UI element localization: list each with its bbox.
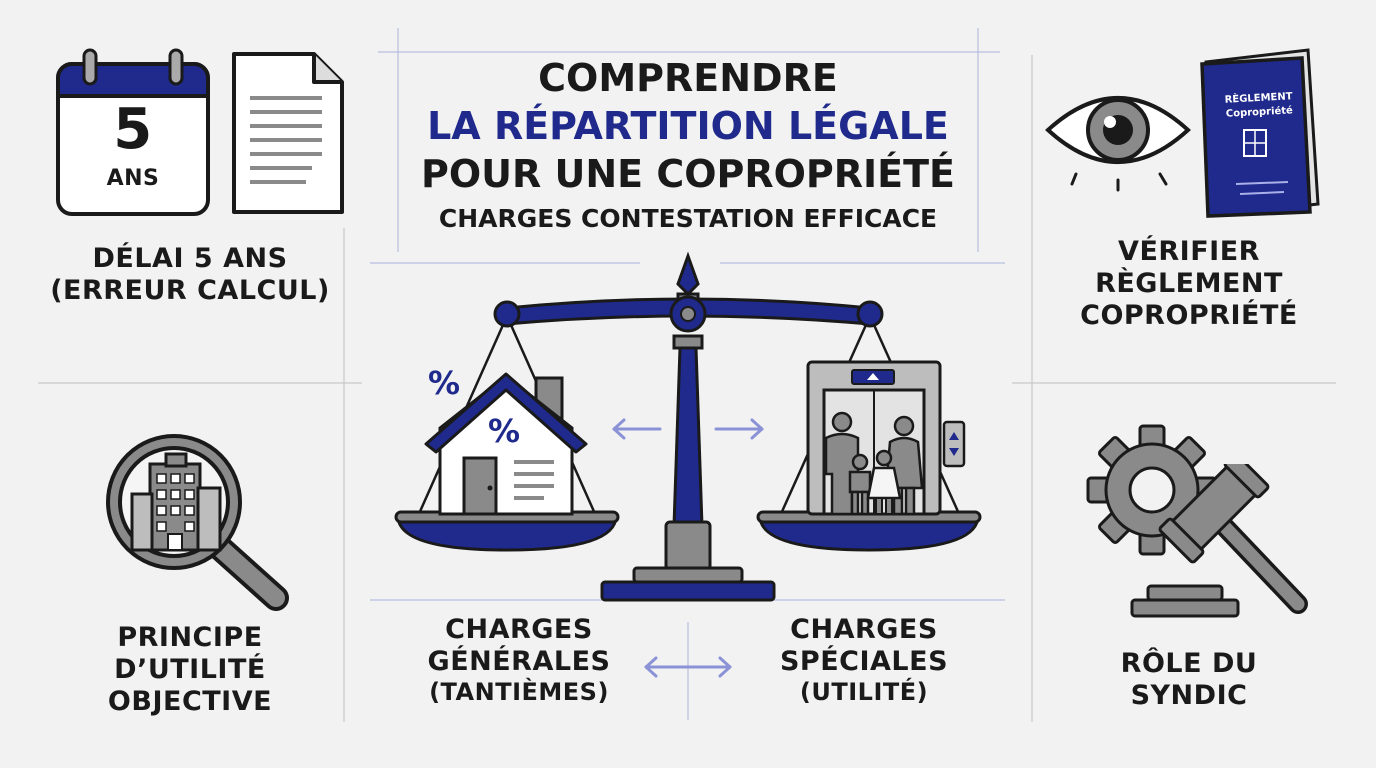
scale-icon [394,251,982,602]
syndic-label: RÔLE DU SYNDIC [1120,648,1258,711]
title-line-2: LA RÉPARTITION LÉGALE [427,104,949,148]
title-line-3: POUR UNE COPROPRIÉTÉ [420,152,956,196]
utility-label: PRINCIPE D’UTILITÉ OBJECTIVE [107,622,273,717]
gavel-icon [1130,464,1308,618]
general-charges-label: CHARGES GÉNÉRALES (TANTIÈMES) [427,614,611,706]
title-line-4: CHARGES CONTESTATION EFFICACE [438,204,938,233]
percent-roof: % [488,412,521,450]
magnifier-building-icon [106,434,289,611]
pan-arrows [612,418,764,440]
verify-label: VÉRIFIER RÈGLEMENT COPROPRIÉTÉ [1080,236,1298,331]
rulebook-icon [1200,48,1320,218]
calendar-number: 5 [113,97,153,162]
eye-icon [1045,96,1191,192]
percent-outside: % [428,364,461,402]
delay-label: DÉLAI 5 ANS (ERREUR CALCUL) [50,243,330,306]
elevator-icon [806,360,966,516]
house-icon [424,372,588,516]
special-charges-label: CHARGES SPÉCIALES (UTILITÉ) [779,614,949,706]
title-line-1: COMPRENDRE [538,56,838,100]
double-arrow-icon [644,656,732,678]
document-icon [232,52,344,214]
calendar-unit: ANS [106,166,160,191]
calendar-icon [56,48,210,216]
rulebook-title: RÈGLEMENT Copropriété [1224,91,1294,120]
